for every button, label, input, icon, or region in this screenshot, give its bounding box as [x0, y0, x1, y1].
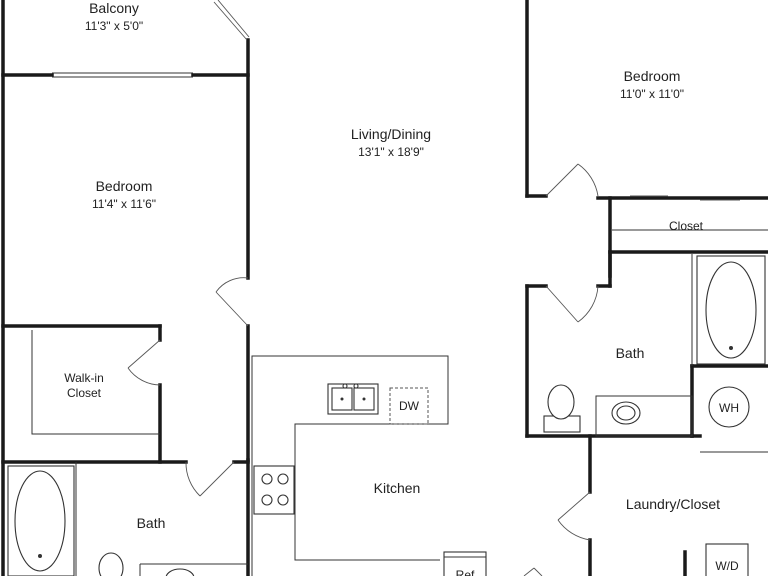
refrigerator: Ref — [443, 551, 487, 576]
doors — [127, 0, 740, 576]
bathroom-sink-icon — [611, 401, 641, 425]
bedroom-right-dims: 11'0" x 11'0" — [620, 87, 684, 101]
left-bathroom-sink-icon — [165, 568, 195, 576]
water-heater: WH — [708, 386, 750, 428]
kitchen-name: Kitchen — [374, 480, 421, 496]
refrigerator-label: Ref — [456, 568, 475, 576]
left-bathtub-icon — [7, 465, 75, 576]
bedroom-right-name: Bedroom — [624, 68, 681, 84]
dishwasher-label: DW — [399, 399, 420, 413]
balcony-dims: 11'3" x 5'0" — [85, 19, 143, 33]
walk-in-closet-line2: Closet — [67, 386, 102, 400]
balcony-name: Balcony — [89, 0, 139, 16]
bathtub-icon — [696, 255, 766, 365]
toilet-icon — [543, 384, 581, 433]
laundry-closet-name: Laundry/Closet — [626, 496, 720, 512]
washer-dryer-label: W/D — [715, 559, 739, 573]
living-dining-name: Living/Dining — [351, 126, 431, 142]
stove-icon — [253, 465, 295, 515]
kitchen-sink-icon — [327, 383, 379, 415]
walk-in-closet-line1: Walk-in — [64, 371, 104, 385]
dishwasher: DW — [389, 387, 429, 425]
bath-right-name: Bath — [616, 345, 645, 361]
closet-name: Closet — [669, 219, 704, 233]
bath-left-name: Bath — [137, 515, 166, 531]
living-dining-dims: 13'1" x 18'9" — [358, 145, 424, 159]
washer-dryer: W/D — [705, 543, 749, 576]
bedroom-left-dims: 11'4" x 11'6" — [92, 197, 156, 211]
interior-lines — [31, 254, 768, 576]
left-toilet-icon — [98, 552, 124, 576]
bedroom-left-name: Bedroom — [96, 178, 153, 194]
water-heater-label: WH — [719, 401, 739, 415]
